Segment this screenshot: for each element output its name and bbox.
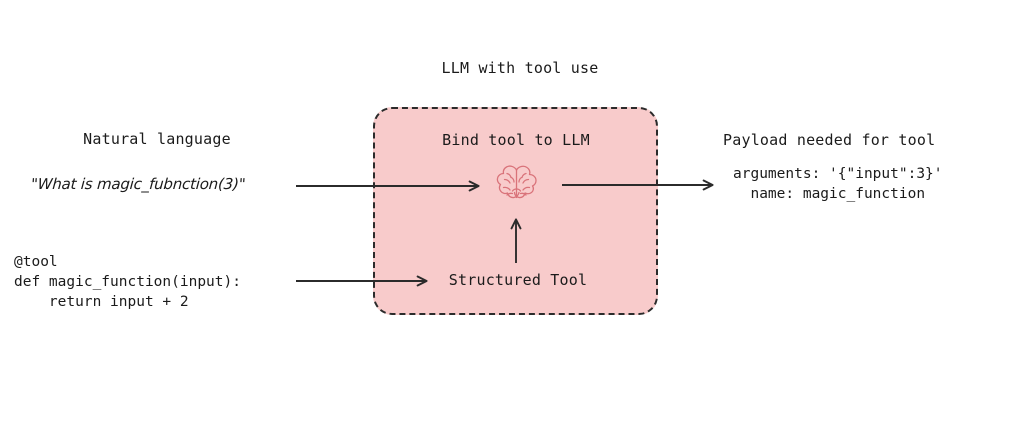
bind-tool-heading: Bind tool to LLM: [442, 131, 590, 149]
tool-code-block: @tool def magic_function(input): return …: [14, 254, 241, 310]
payload-body: arguments: '{"input":3}' name: magic_fun…: [733, 166, 943, 202]
natural-language-quote: "What is magic_fubnction(3)": [30, 175, 247, 193]
brain-icon: [489, 163, 544, 207]
natural-language-heading: Natural language: [83, 130, 231, 148]
payload-heading: Payload needed for tool: [723, 131, 936, 149]
diagram-title: LLM with tool use: [441, 59, 599, 77]
structured-tool-label: Structured Tool: [448, 271, 588, 289]
